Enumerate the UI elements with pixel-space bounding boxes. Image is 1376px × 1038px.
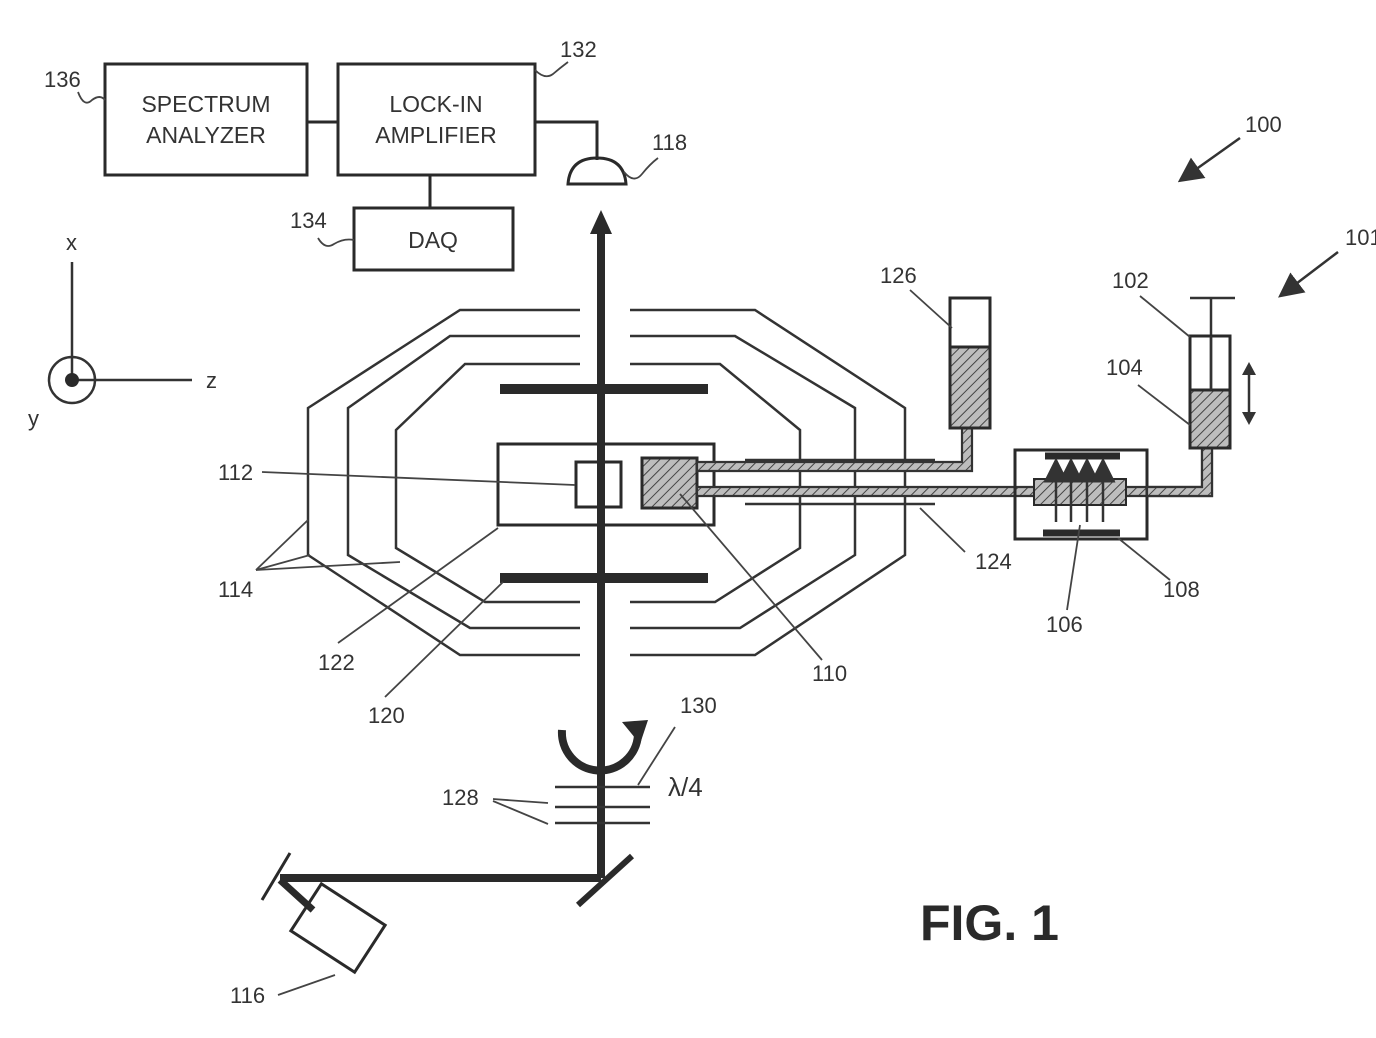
ref-122: 122 [318,650,355,675]
circular-polarization-icon [557,729,642,775]
ref-126: 126 [880,263,917,288]
tubing-reservoir [695,426,974,473]
ref-136: 136 [44,67,81,92]
leader-106 [1066,524,1081,611]
ref-124: 124 [975,549,1012,574]
leader-104 [1137,384,1191,426]
leader-110 [679,493,823,661]
figure-title: FIG. 1 [920,895,1059,951]
ref-100: 100 [1245,112,1282,137]
ref-116: 116 [230,983,265,1008]
ref-108: 108 [1163,577,1200,602]
ref-106: 106 [1046,612,1083,637]
leader-128b [492,800,549,825]
leader-132 [534,61,569,78]
ref-118: 118 [652,130,687,155]
spectrum-analyzer-line2: ANALYZER [146,122,266,148]
tubing-syringe [1145,446,1214,498]
ref-130: 130 [680,693,717,718]
ref-134: 134 [290,208,327,233]
leader-122 [337,527,499,644]
system-arrow-icon [1177,136,1241,183]
lock-in-line2: AMPLIFIER [375,122,496,148]
ref-104: 104 [1106,355,1143,380]
leader-124 [919,507,966,553]
ref-128: 128 [442,785,479,810]
leader-118 [623,157,659,180]
spectrum-analyzer-line1: SPECTRUM [141,91,270,117]
leader-134 [317,237,355,247]
ref-110: 110 [812,661,847,686]
mirror-left [260,852,292,901]
leader-114c [255,561,401,571]
quarter-wave-label: λ/4 [668,772,703,802]
connector-lockin-detector [535,120,599,160]
leader-130 [637,726,676,786]
axis-z-label: z [206,368,217,393]
daq-label: DAQ [408,227,458,253]
leader-126 [909,289,953,329]
ref-102: 102 [1112,268,1149,293]
ref-101: 101 [1345,225,1376,250]
hyperpolarizer-unit [1013,448,1149,541]
axis-y-label: y [28,406,39,431]
reservoir [948,296,992,430]
photodetector-icon [566,156,628,186]
ref-120: 120 [368,703,405,728]
leader-128a [492,798,549,804]
leader-114b [255,554,311,571]
ref-132: 132 [560,37,597,62]
axis-x-label: x [66,230,77,255]
ref-114: 114 [218,577,253,602]
circular-arrowhead-icon [622,720,648,744]
syringe [1188,296,1235,450]
oven-enclosure [496,442,716,527]
ref-112: 112 [218,460,253,485]
leader-120 [384,581,504,698]
leader-102 [1139,295,1191,338]
mirror-right [575,853,635,908]
laser-source [288,881,388,975]
daq-block: DAQ [352,206,515,272]
coordinate-axes: x z y [28,230,217,431]
magnetic-shields [306,308,907,657]
leader-108 [1117,537,1171,581]
flow-system-arrow-icon [1278,251,1339,298]
leader-116 [277,974,336,996]
leader-114a [255,519,309,571]
sample-cell [640,456,699,510]
leader-136 [77,91,106,104]
bidirectional-arrow-icon [1242,362,1256,425]
lock-in-amplifier-block: LOCK-IN AMPLIFIER [336,62,537,177]
spectrum-analyzer-block: SPECTRUM ANALYZER [103,62,309,177]
beam-arrowhead-icon [590,210,612,234]
lock-in-line1: LOCK-IN [389,91,482,117]
leader-112 [261,471,576,486]
